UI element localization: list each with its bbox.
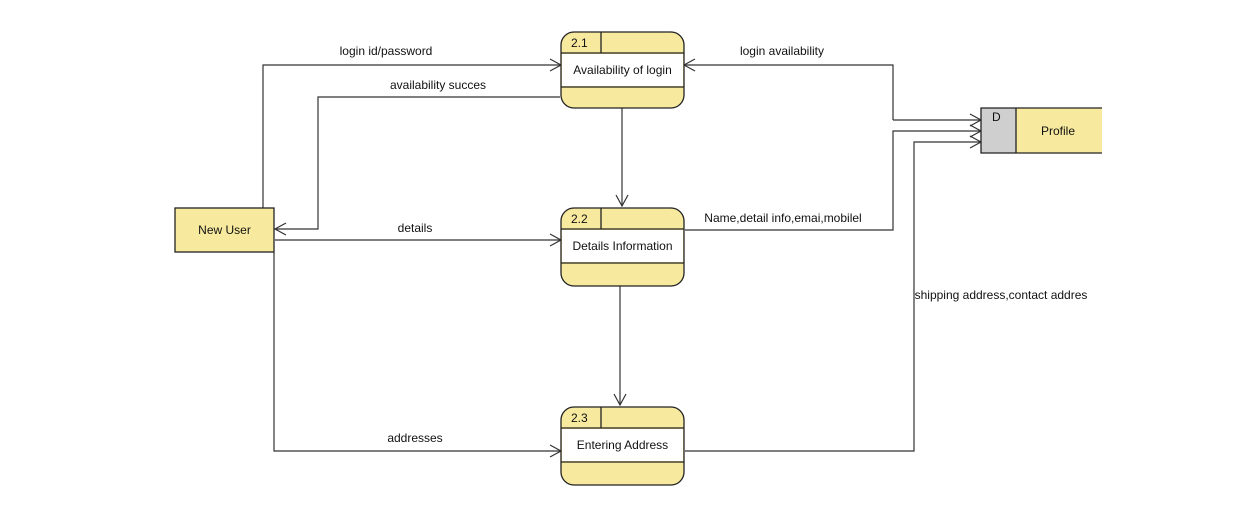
arrowhead-2-1-to-2-2 <box>615 194 629 208</box>
store-id-fill <box>981 108 1016 153</box>
flow-addresses <box>273 252 560 452</box>
arrowhead-availability-succes <box>273 222 287 236</box>
process-label: Details Information <box>572 239 672 253</box>
flow-label-shipping: shipping address,contact addres <box>915 288 1088 302</box>
flow-login-id-password <box>262 64 560 208</box>
store-id: D <box>992 110 1001 124</box>
process-body <box>562 429 683 461</box>
process-id: 2.2 <box>571 212 588 226</box>
flow-login-availability <box>685 64 894 120</box>
flow-name-detail-info <box>685 130 980 231</box>
store-label: Profile <box>1041 124 1075 138</box>
flow-label-availability: availability succes <box>390 78 486 92</box>
flow-label-name-details: Name,detail info,emai,mobilel <box>704 211 861 225</box>
entity-label: New User <box>198 223 251 237</box>
store-outline <box>980 107 1102 154</box>
process-body <box>562 54 683 86</box>
flow-label-login-availability: login availability <box>740 44 824 58</box>
flow-availability-succes <box>276 96 560 230</box>
process-label: Entering Address <box>577 438 668 452</box>
process-2-3: 2.3 Entering Address <box>560 406 685 486</box>
process-label: Availability of login <box>573 63 672 77</box>
flow-shipping-address <box>685 141 980 452</box>
flow-label-addresses: addresses <box>387 431 442 445</box>
process-2-1: 2.1 Availability of login <box>560 31 685 109</box>
process-body <box>562 230 683 262</box>
entity-new-user: New User <box>174 207 275 253</box>
flow-label-login: login id/password <box>340 44 433 58</box>
process-id: 2.1 <box>571 36 588 50</box>
data-store-profile: D Profile <box>980 107 1102 154</box>
arrowhead-2-2-to-2-3 <box>613 393 627 407</box>
process-id: 2.3 <box>571 411 588 425</box>
process-2-2: 2.2 Details Information <box>560 207 685 287</box>
flow-label-details: details <box>398 221 433 235</box>
entity-box <box>174 207 275 253</box>
